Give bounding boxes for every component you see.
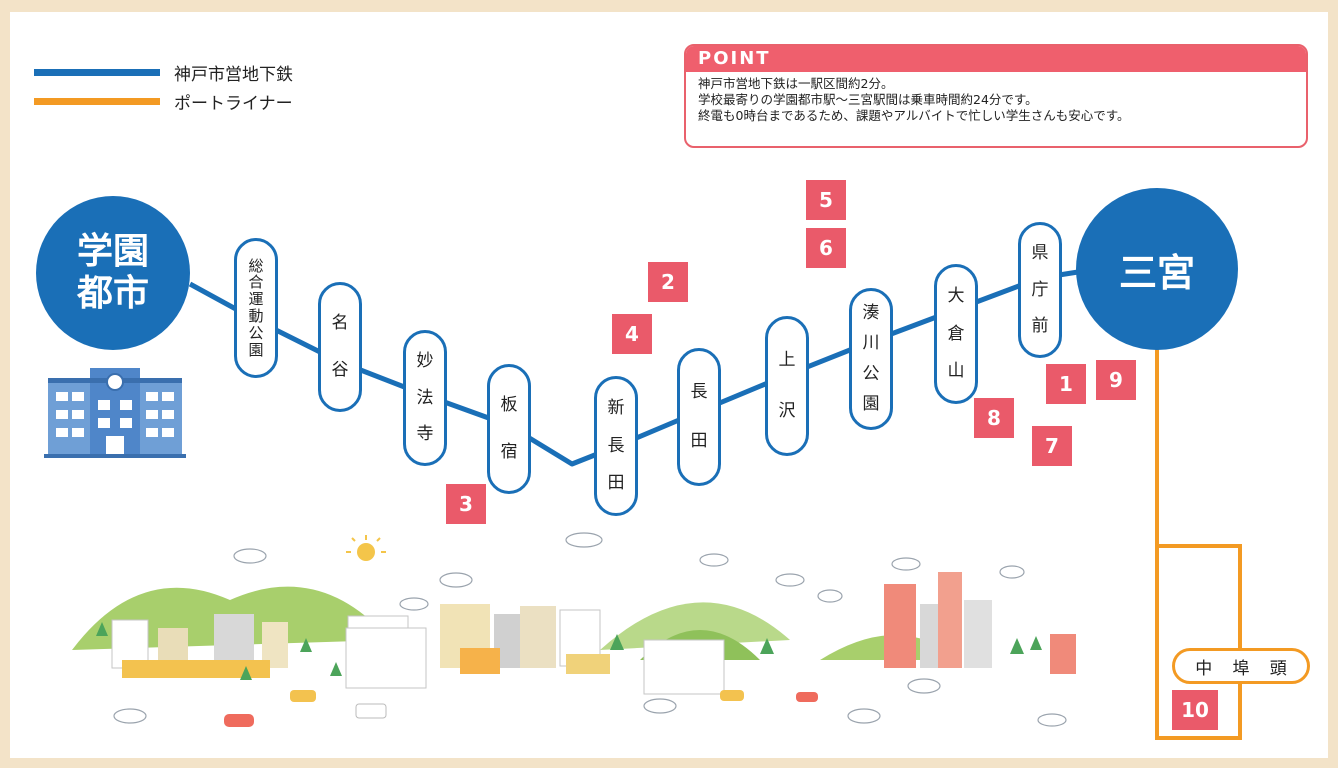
station-char: 長 bbox=[607, 435, 625, 456]
station-pill: 大 倉 山 bbox=[934, 264, 978, 404]
station-char: 沢 bbox=[778, 400, 796, 421]
station-char: 法 bbox=[416, 387, 434, 408]
station-pill: 上 沢 bbox=[765, 316, 809, 456]
station-char: 頭 bbox=[1269, 658, 1287, 679]
marker-badge: 6 bbox=[806, 228, 846, 268]
portliner-line bbox=[1155, 345, 1242, 740]
point-box: POINT 神戸市営地下鉄は一駅区間約2分。 学校最寄りの学園都市駅〜三宮駅間は… bbox=[684, 44, 1308, 148]
station-char: 庁 bbox=[1031, 279, 1049, 300]
station-char: 名 bbox=[331, 313, 349, 333]
station-char: 埠 bbox=[1232, 658, 1250, 679]
legend-subway: 神戸市営地下鉄 bbox=[34, 60, 293, 85]
station-char: 板 bbox=[500, 395, 518, 415]
city-landscape-illustration bbox=[72, 532, 1076, 727]
point-line: 終電も0時台まであるため、課題やアルバイトで忙しい学生さんも安心です。 bbox=[698, 108, 1130, 123]
station-char: 宿 bbox=[500, 442, 518, 462]
marker-badge: 2 bbox=[648, 262, 688, 302]
legend-subway-label: 神戸市営地下鉄 bbox=[174, 65, 293, 85]
station-char: 上 bbox=[778, 350, 796, 371]
station-char: 合 bbox=[248, 273, 264, 292]
point-title: POINT bbox=[686, 46, 1306, 72]
station-char: 園 bbox=[862, 394, 880, 415]
station-pill: 新 長 田 bbox=[594, 376, 638, 516]
station-char: 運 bbox=[248, 290, 264, 309]
station-pill: 妙 法 寺 bbox=[403, 330, 447, 466]
station-char: 川 bbox=[862, 333, 880, 354]
station-char: 公 bbox=[862, 363, 880, 384]
legend-subway-swatch bbox=[34, 69, 160, 76]
marker-badge: 3 bbox=[446, 484, 486, 524]
point-line: 神戸市営地下鉄は一駅区間約2分。 bbox=[698, 76, 894, 91]
marker-badge: 5 bbox=[806, 180, 846, 220]
station-pill: 板 宿 bbox=[487, 364, 531, 494]
school-building-icon bbox=[44, 368, 186, 458]
station-char: 新 bbox=[607, 397, 625, 418]
legend-portliner: ポートライナー bbox=[34, 89, 293, 114]
station-char: 田 bbox=[690, 431, 708, 452]
station-char: 妙 bbox=[416, 350, 434, 371]
station-char: 倉 bbox=[947, 323, 965, 344]
marker-badge: 7 bbox=[1032, 426, 1072, 466]
station-char: 長 bbox=[690, 381, 708, 402]
station-pill-nakafuto: 中 埠 頭 bbox=[1172, 648, 1310, 684]
terminal-sannomiya: 三宮 bbox=[1076, 188, 1238, 350]
station-char: 谷 bbox=[331, 360, 349, 380]
station-char: 園 bbox=[248, 340, 264, 359]
marker-badge: 10 bbox=[1172, 690, 1218, 730]
station-pill: 名 谷 bbox=[318, 282, 362, 412]
station-char: 大 bbox=[947, 285, 965, 306]
station-pill: 県 庁 前 bbox=[1018, 222, 1062, 358]
marker-badge: 4 bbox=[612, 314, 652, 354]
legend-portliner-label: ポートライナー bbox=[174, 94, 293, 114]
station-char: 県 bbox=[1031, 242, 1049, 263]
station-pill: 長 田 bbox=[677, 348, 721, 486]
station-char: 動 bbox=[248, 307, 264, 325]
marker-badge: 8 bbox=[974, 398, 1014, 438]
terminal-line: 都市 bbox=[76, 273, 149, 314]
station-char: 公 bbox=[248, 323, 264, 342]
station-char: 田 bbox=[607, 473, 625, 494]
station-pill: 総 合 運 動 公 園 bbox=[234, 238, 278, 378]
station-pill: 湊 川 公 園 bbox=[849, 288, 893, 430]
station-char: 前 bbox=[1031, 316, 1049, 337]
legend-portliner-swatch bbox=[34, 98, 160, 105]
station-char: 総 bbox=[248, 256, 264, 275]
marker-badge: 1 bbox=[1046, 364, 1086, 404]
station-char: 山 bbox=[947, 361, 965, 382]
station-char: 中 bbox=[1195, 658, 1213, 679]
terminal-line: 学園 bbox=[76, 230, 149, 272]
marker-badge: 9 bbox=[1096, 360, 1136, 400]
station-char: 寺 bbox=[416, 424, 434, 445]
terminal-gakuen-toshi: 学園 都市 bbox=[36, 196, 190, 350]
station-char: 湊 bbox=[862, 302, 880, 323]
point-line: 学校最寄りの学園都市駅〜三宮駅間は乗車時間約24分です。 bbox=[698, 92, 1038, 107]
terminal-label: 三宮 bbox=[1118, 250, 1195, 295]
